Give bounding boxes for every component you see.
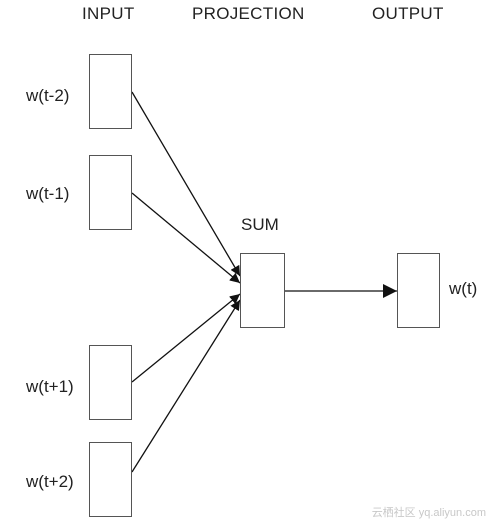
input-box-2 <box>89 155 132 230</box>
output-box <box>397 253 440 328</box>
arrow-input-4-to-sum <box>131 299 241 473</box>
input-label-3: w(t+1) <box>26 377 74 396</box>
projection-label: SUM <box>241 215 279 234</box>
input-label-1: w(t-2) <box>26 86 70 105</box>
projection-box <box>240 253 285 328</box>
input-box-4 <box>89 442 132 517</box>
watermark: 云栖社区 yq.aliyun.com <box>371 507 486 519</box>
input-box-3 <box>89 345 132 420</box>
arrow-input-1-to-sum <box>131 91 241 277</box>
input-label-2: w(t-1) <box>26 184 70 203</box>
header-input: INPUT <box>82 4 135 23</box>
arrow-input-2-to-sum <box>131 192 241 284</box>
header-projection: PROJECTION <box>192 4 305 23</box>
output-label: w(t) <box>449 279 478 298</box>
input-box-1 <box>89 54 132 129</box>
input-label-4: w(t+2) <box>26 472 74 491</box>
arrow-input-3-to-sum <box>131 293 241 383</box>
header-output: OUTPUT <box>372 4 444 23</box>
